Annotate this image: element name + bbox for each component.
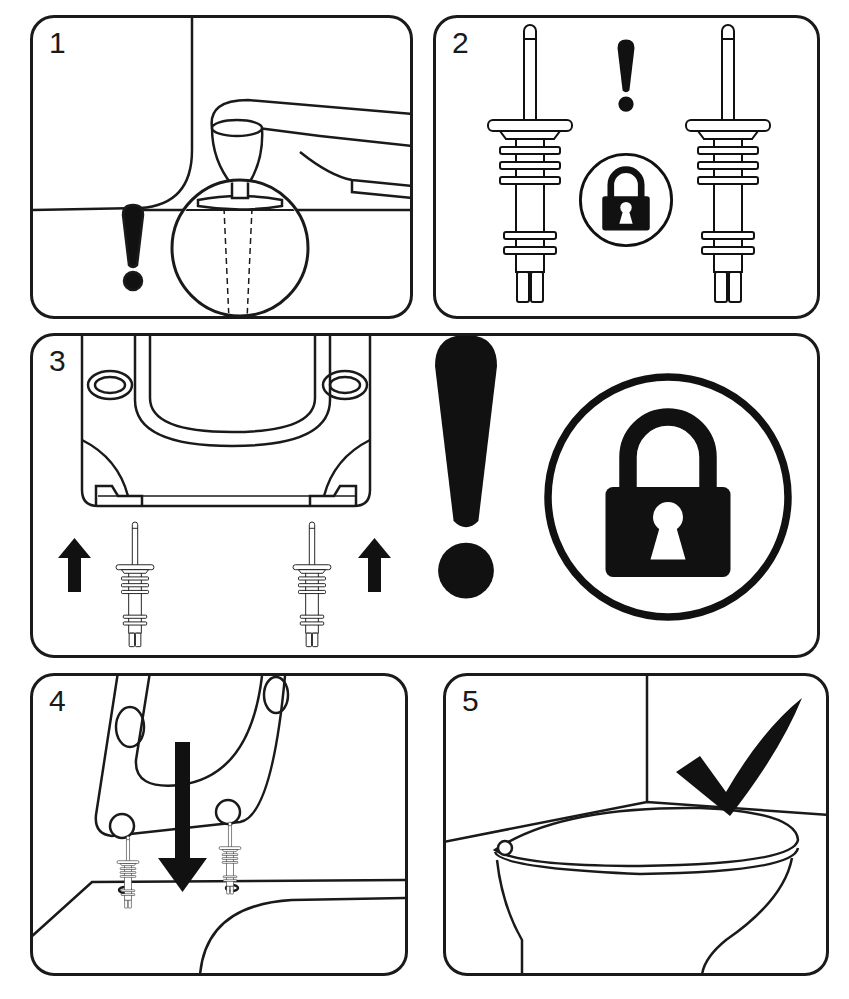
seat-underside-part-part [88, 371, 132, 399]
toilet-side-view-part [212, 120, 262, 136]
step-number: 5 [460, 684, 481, 718]
seat-fitting-part-part [96, 676, 285, 836]
pins-view-part [686, 25, 770, 302]
seat-fitting-part-part [200, 898, 405, 973]
step-number: 3 [47, 344, 68, 378]
arrow-down-part [158, 858, 207, 892]
toilet-side-view-part [352, 180, 410, 198]
arrow-up-part [68, 556, 81, 592]
seat-underside-part-part [150, 336, 315, 432]
seat-underside-part [435, 336, 497, 599]
seat-fitting-part-part [216, 800, 240, 824]
pins-view [488, 25, 770, 302]
arrow-up [58, 538, 391, 592]
toilet-side-view-part [300, 152, 410, 186]
finished-toilet-part-part [495, 808, 798, 866]
seat-underside-part-part [323, 371, 367, 399]
seat-fitting [33, 676, 405, 973]
step-number: 1 [47, 26, 68, 60]
seat-underside-part [82, 336, 370, 506]
toilet-side-view-part [140, 209, 410, 212]
seat-underside-part-part [95, 377, 125, 393]
seat-fitting-part-part [136, 676, 262, 786]
toilet-side-view-part-part [224, 208, 229, 316]
check-mark [676, 698, 802, 816]
step-panel: 1 [30, 15, 413, 319]
step-panel: 3 [30, 333, 820, 658]
pins-view-part [488, 25, 572, 302]
finished-toilet-part [446, 676, 826, 973]
step-number: 2 [450, 26, 471, 60]
seat-fitting-part-part [264, 677, 288, 713]
toilet-side-view-part-part [232, 180, 248, 198]
toilet-side-view-part-part [247, 208, 252, 316]
toilet-side-view-part [258, 128, 410, 146]
finished-toilet-part-part [646, 676, 649, 802]
seat-underside-part [293, 522, 331, 647]
seat-underside-part-part [324, 440, 370, 496]
arrow-down-part [175, 742, 190, 860]
seat-fitting-part-part [116, 707, 144, 747]
seat-fitting-part [33, 676, 405, 973]
seat-underside-part-part [330, 377, 360, 393]
pins-view-part [618, 40, 635, 112]
finished-toilet-part-part [497, 860, 522, 973]
step-panel: 2 [433, 15, 820, 319]
toilet-side-view-part [33, 18, 192, 210]
toilet-side-view-part [123, 205, 143, 290]
pins-view-part [580, 154, 671, 245]
step-panel: 4 [30, 673, 408, 976]
step-panel: 5 [443, 673, 829, 976]
arrow-up-part [358, 538, 391, 558]
seat-underside-part-part [135, 336, 330, 446]
seat-fitting-part-part [110, 814, 134, 838]
seat-fitting-part [219, 822, 241, 894]
seat-underside-part-part [82, 336, 370, 506]
toilet-side-view-part [172, 180, 308, 316]
finished-toilet [446, 676, 826, 973]
seat-underside-part-part [98, 495, 356, 497]
arrow-down [158, 742, 207, 892]
seat-underside-part-part [82, 440, 128, 496]
seat-fitting-part [117, 836, 139, 908]
seat-underside [58, 336, 788, 647]
toilet-side-view [33, 18, 410, 316]
step-number: 4 [47, 684, 68, 718]
finished-toilet-part-part [702, 858, 792, 973]
seat-underside-part [116, 522, 154, 647]
toilet-side-view-part [172, 180, 308, 316]
arrow-up-part [368, 556, 381, 592]
seat-underside-part [548, 377, 788, 617]
finished-toilet-part-part [498, 841, 512, 855]
arrow-up-part [58, 538, 91, 558]
